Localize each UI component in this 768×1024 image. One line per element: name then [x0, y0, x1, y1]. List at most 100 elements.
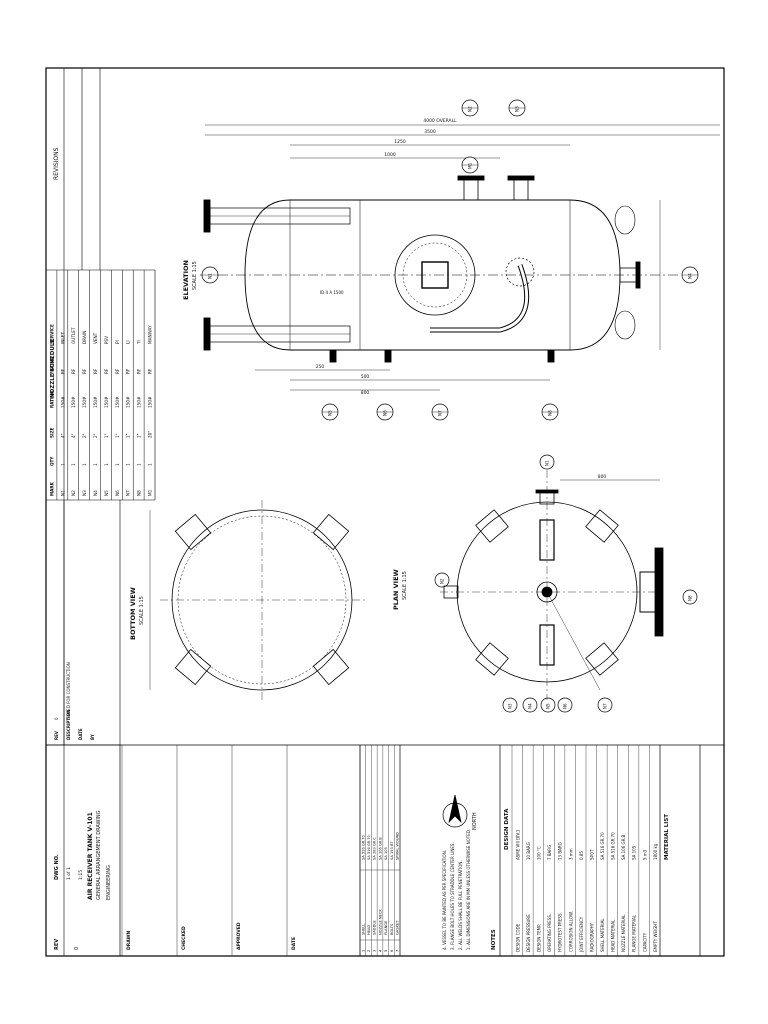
dim-1000: 1000	[384, 152, 396, 158]
design-data-key: SHELL MATERIAL	[600, 918, 605, 952]
plan-view-scale: SCALE 1:15	[402, 571, 408, 600]
plan-bubble	[557, 697, 573, 713]
nozzle-cell: RF	[115, 368, 120, 374]
nozzle-cell: 20"	[148, 431, 153, 438]
design-data-key: EMPTY WEIGHT	[653, 921, 658, 952]
nozzle-cell: 150#	[71, 396, 76, 408]
revision-header: DATE	[78, 728, 83, 740]
design-data-key: RADIOGRAPHY	[589, 922, 594, 952]
revision-header: REV	[54, 730, 59, 740]
material-spec: SA 105	[384, 847, 388, 860]
nozzle-cell: 150#	[115, 396, 120, 408]
material-desc: BOLTS	[390, 923, 394, 935]
design-data-value: SPOT	[589, 849, 594, 860]
nozzle-cell: 1"	[104, 433, 109, 438]
material-desc: SADDLE	[373, 920, 377, 935]
design-data-value: 5 m3	[642, 849, 647, 860]
plan-bubble-label: N6	[563, 703, 568, 709]
material-desc: NOZZLE NECK	[378, 909, 382, 935]
design-data-value: SA 105	[632, 845, 637, 860]
nozzle-cell: N7	[126, 490, 131, 496]
nozzle-cell: SIZE	[49, 427, 54, 438]
dim-1250: 1250	[394, 139, 406, 145]
nozzle-cell: 150#	[82, 396, 87, 408]
nozzle-bubble-label: N3	[515, 106, 520, 112]
design-data-key: DESIGN PRESSURE	[526, 914, 531, 952]
nozzle-cell: DRAIN	[82, 331, 87, 344]
nozzle-bubble-label: N5	[328, 410, 333, 416]
nozzle-cell: 4"	[60, 433, 65, 438]
nozzle-cell: 150#	[148, 396, 153, 408]
nozzle-cell: RF	[126, 368, 131, 374]
revisions-title: REVISIONS	[53, 147, 60, 180]
nozzle-bubble-label: N2	[468, 106, 473, 112]
nozzle-cell: INLET	[60, 332, 65, 344]
nozzle-cell: 4"	[71, 433, 76, 438]
dim-250: 250	[316, 364, 325, 370]
nozzle-bubble-label: M1	[468, 162, 473, 169]
design-data-key: CORROSION ALLOW.	[568, 911, 573, 952]
nozzle-cell: RF	[71, 368, 76, 374]
design-data-key: HYDROTEST PRESS.	[558, 912, 563, 952]
nozzle-cell: N5	[104, 490, 109, 496]
design-data-value: 13 BARG	[558, 842, 563, 860]
nozzle-cell: 1	[126, 463, 131, 466]
nozzle-cell: 1	[115, 463, 120, 466]
nozzle-cell: 1	[82, 463, 87, 466]
nozzle-cell: 1	[148, 463, 153, 466]
nozzle-cell: N4	[93, 490, 98, 496]
elevation-view	[200, 175, 680, 363]
nozzle-cell: MARK	[49, 481, 54, 496]
north-label: NORTH	[472, 812, 478, 830]
nozzle-cell: VENT	[93, 332, 98, 344]
nozzle-cell: FACING	[49, 356, 54, 374]
elevation-dimensions	[205, 124, 720, 391]
design-data-value: SA 516 GR.70	[611, 832, 616, 860]
material-spec: SA 283 GR.C	[373, 837, 377, 860]
title-scale: 1:15	[78, 870, 84, 880]
material-item: 3	[373, 950, 377, 952]
design-data-key: CAPACITY	[642, 932, 647, 952]
material-spec: SA 516 GR.70	[367, 834, 371, 860]
design-data-value: 100 °C	[537, 846, 542, 860]
nozzle-bubble-label: N1	[208, 273, 213, 279]
dim-500: 500	[361, 374, 370, 380]
nozzle-cell: QTY	[49, 456, 54, 466]
plan-bubble	[539, 454, 555, 470]
design-data-value: 7 BARG	[547, 845, 552, 860]
nozzle-cell: 150#	[93, 396, 98, 408]
nozzle-cell: RF	[148, 368, 153, 374]
nozzle-cell: 1	[104, 463, 109, 466]
nozzle-cell: 150#	[60, 396, 65, 408]
north-arrow	[442, 794, 468, 828]
nozzle-bubble-label: N4	[688, 273, 693, 279]
title-field: APPROVED	[236, 922, 242, 950]
plan-view-label: PLAN VIEW	[392, 569, 400, 610]
material-item: 7	[396, 950, 400, 952]
design-data-key: FLANGE MATERIAL	[632, 914, 637, 952]
title-field: DRAWN	[126, 931, 132, 950]
note-line: 3. FLANGE BOLT HOLES TO STRADDLE CENTER …	[450, 842, 455, 950]
nozzle-cell: 1"	[137, 433, 142, 438]
title-dwg-no: DWG NO.	[54, 854, 60, 880]
notes-title: NOTES	[491, 929, 497, 950]
material-desc: HEAD	[367, 925, 371, 935]
revision-header: BY	[90, 734, 95, 740]
nozzle-cell: 150#	[126, 396, 131, 408]
nozzle-cell: PSV	[104, 336, 109, 344]
nozzle-cell: LI	[126, 340, 131, 344]
design-data-key: HEAD MATERIAL	[611, 919, 616, 952]
title-rev-value: 0	[74, 947, 80, 950]
nozzle-cell: RF	[82, 368, 87, 374]
design-data-key: OPERATING PRESS.	[547, 914, 552, 952]
bottom-view-label: BOTTOM VIEW	[129, 587, 137, 640]
material-spec: SA 193 B7	[390, 841, 394, 860]
title-rev: REV	[54, 939, 60, 950]
design-data-value: 0.85	[579, 851, 584, 860]
title-company: ENGINEERING	[106, 865, 112, 900]
note-line: 4. VESSEL TO BE PAINTED AS PER SPECIFICA…	[442, 850, 447, 950]
revision-cell: 0	[54, 717, 59, 720]
